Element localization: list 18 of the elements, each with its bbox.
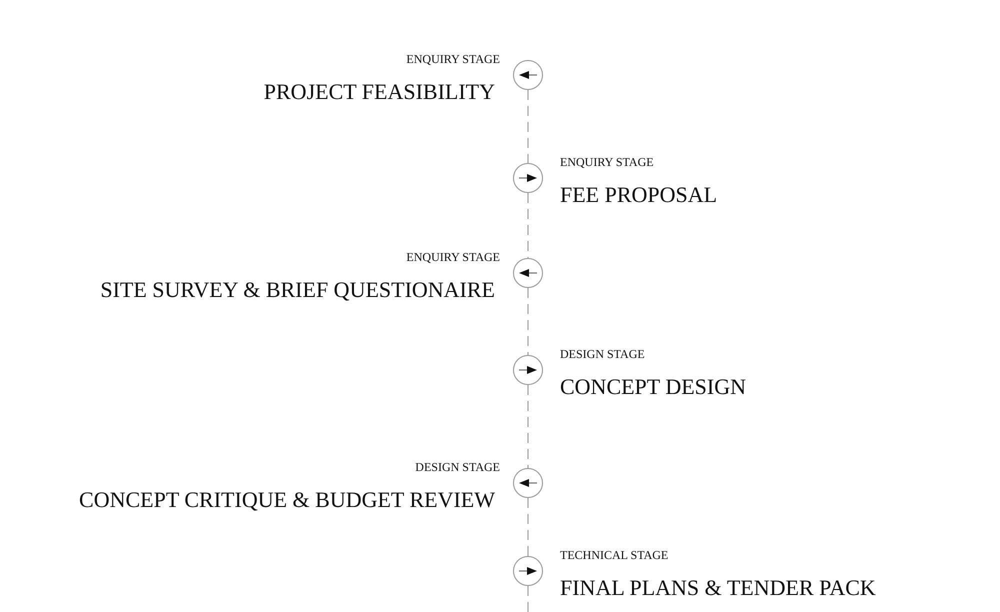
stage-label: DESIGN STAGE [560, 347, 645, 362]
timeline-circle [513, 355, 543, 385]
timeline-circle [513, 258, 543, 288]
timeline-circle [513, 163, 543, 193]
step-title: FEE PROPOSAL [560, 182, 718, 208]
stage-label: ENQUIRY STAGE [406, 250, 500, 265]
timeline-circle [513, 556, 543, 586]
stage-label: DESIGN STAGE [415, 460, 500, 475]
timeline-circle [513, 60, 543, 90]
step-title: FINAL PLANS & TENDER PACK [560, 575, 876, 601]
step-title: PROJECT FEASIBILITY [264, 79, 495, 105]
step-title: CONCEPT CRITIQUE & BUDGET REVIEW [79, 487, 495, 513]
stage-label: ENQUIRY STAGE [406, 52, 500, 67]
stage-label: TECHNICAL STAGE [560, 548, 668, 563]
step-title: CONCEPT DESIGN [560, 374, 746, 400]
timeline-circle [513, 468, 543, 498]
step-title: SITE SURVEY & BRIEF QUESTIONAIRE [100, 277, 495, 303]
stage-label: ENQUIRY STAGE [560, 155, 654, 170]
